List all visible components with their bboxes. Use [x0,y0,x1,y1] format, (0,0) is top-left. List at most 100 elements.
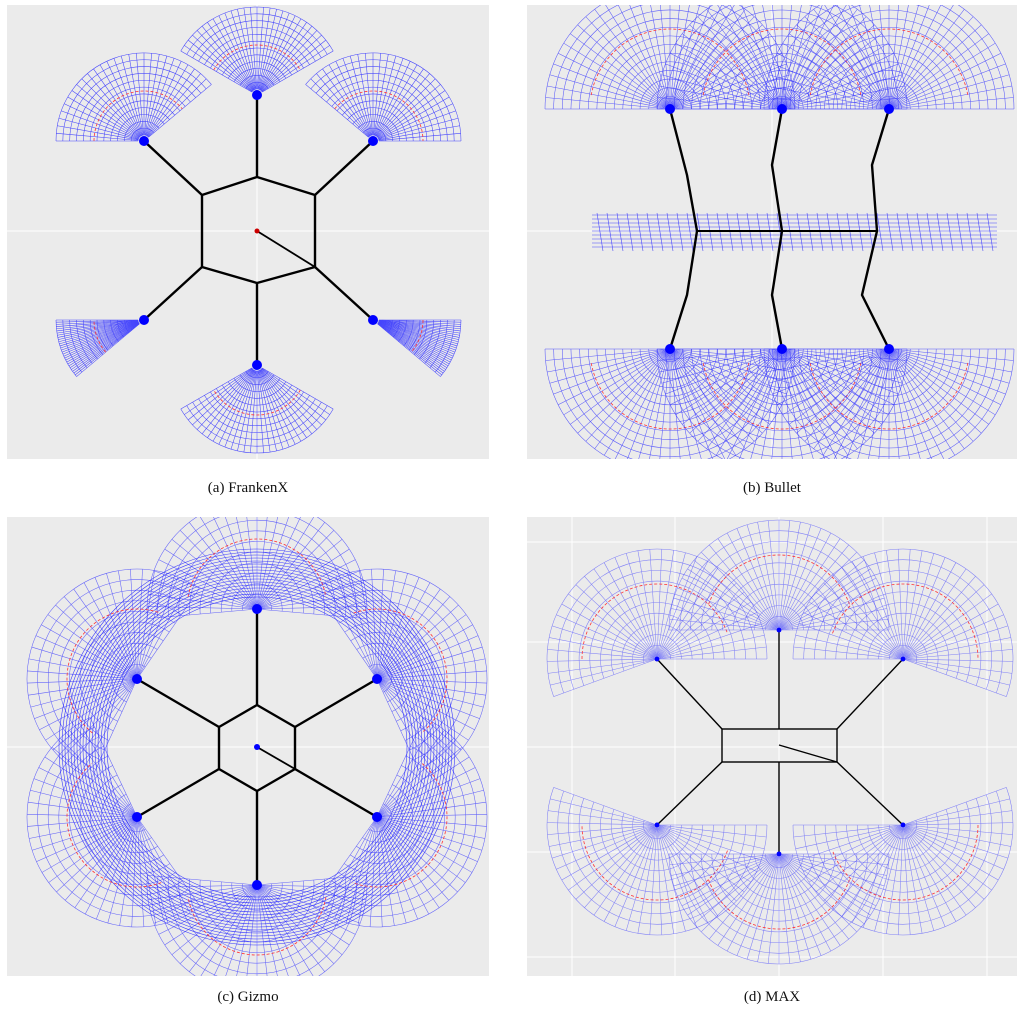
base-joint [132,674,142,684]
mesh-arc [781,5,997,110]
mesh-line [905,787,1007,825]
mesh-line [896,212,904,252]
mesh-arc [725,348,839,405]
mesh-arc [708,35,856,110]
base-joint [368,136,378,146]
mesh-arc [622,61,718,110]
boundary-arc [832,824,979,901]
mesh-line [606,212,614,252]
mesh-arc [231,882,283,911]
mesh-arc [26,717,201,928]
leg-workspace-top [544,5,796,110]
mesh-arc [338,611,445,741]
mesh-arc [377,319,380,325]
mesh-arc [639,78,701,110]
mesh-arc [186,405,328,447]
mesh-arc [732,583,826,631]
base-joint [900,656,906,662]
mesh-arc [227,61,287,79]
mesh-arc [245,371,269,379]
mesh-arc [814,570,992,690]
leg-link [836,761,904,826]
mesh-line [626,212,634,252]
mesh-arc [251,367,263,372]
mesh-arc [362,127,387,142]
boundary-arc [809,362,969,430]
mesh-arc [674,5,890,110]
base-joint [252,880,262,890]
mesh-arc [313,717,488,928]
mesh-arc [233,68,281,82]
mesh-arc [760,348,804,371]
panel-max [527,517,1017,976]
mesh-line [148,84,212,138]
mesh-arc [251,88,263,93]
mesh-arc [700,853,858,933]
mesh-arc [568,570,746,690]
base-joint [776,627,782,633]
boundary-arc [213,44,301,71]
mesh-arc [605,348,735,414]
mesh-arc [122,664,146,693]
mesh-arc [37,726,195,917]
mesh-arc [314,568,488,780]
leg-workspace [313,717,488,928]
leg-link [836,658,904,730]
mesh-arc [83,80,191,142]
mesh-arc [850,348,928,388]
caption-frankenx: (a) FrankenX [207,480,289,496]
mesh-arc [643,645,671,664]
mesh-arc [76,73,196,142]
mesh-arc [674,348,890,457]
boundary-arc [581,824,728,901]
mesh-arc [824,580,982,686]
end-effector-link [256,746,296,770]
mesh-arc [368,134,380,142]
mesh-arc [657,348,683,362]
mesh-arc [227,381,287,399]
panel-bullet [527,5,1017,459]
mesh-line [656,212,664,252]
leg-link [656,761,723,826]
mesh-line [906,212,914,252]
mesh-arc [765,616,793,631]
mesh-arc [751,348,813,380]
mesh-arc [192,20,322,58]
mesh-arc [362,793,403,843]
mesh-arc [55,52,212,142]
mesh-line [89,717,136,814]
mesh-arc [210,880,304,932]
leg-link [294,677,378,729]
mesh-arc [89,319,103,355]
end-effector-link [256,230,316,268]
base-joint [132,812,142,822]
mesh-arc [622,348,718,397]
mesh-arc [722,853,836,911]
mesh-arc [806,27,972,110]
mesh-arc [167,519,347,617]
mesh-arc [103,319,114,346]
mesh-arc [610,809,704,872]
mesh-arc [90,632,164,722]
mesh-arc [653,823,661,829]
mesh-line [676,212,684,252]
mesh-line [886,212,894,252]
mesh-arc [579,18,761,110]
mesh-arc [231,583,283,612]
mesh-arc [189,879,325,953]
mesh-line [686,212,694,252]
mesh-line [666,212,674,252]
mesh-arc [568,794,746,914]
mesh-arc [691,348,873,440]
mesh-arc [178,530,336,616]
mesh-arc [221,384,293,406]
mesh-arc [600,602,714,679]
leg-workspace-top [55,52,212,142]
mesh-arc [26,568,200,780]
mesh-arc [544,348,796,459]
boundary-arc [334,90,424,142]
center-point [254,228,260,234]
mesh-arc [665,348,899,459]
mesh-arc [96,93,181,142]
mesh-arc [632,816,682,850]
